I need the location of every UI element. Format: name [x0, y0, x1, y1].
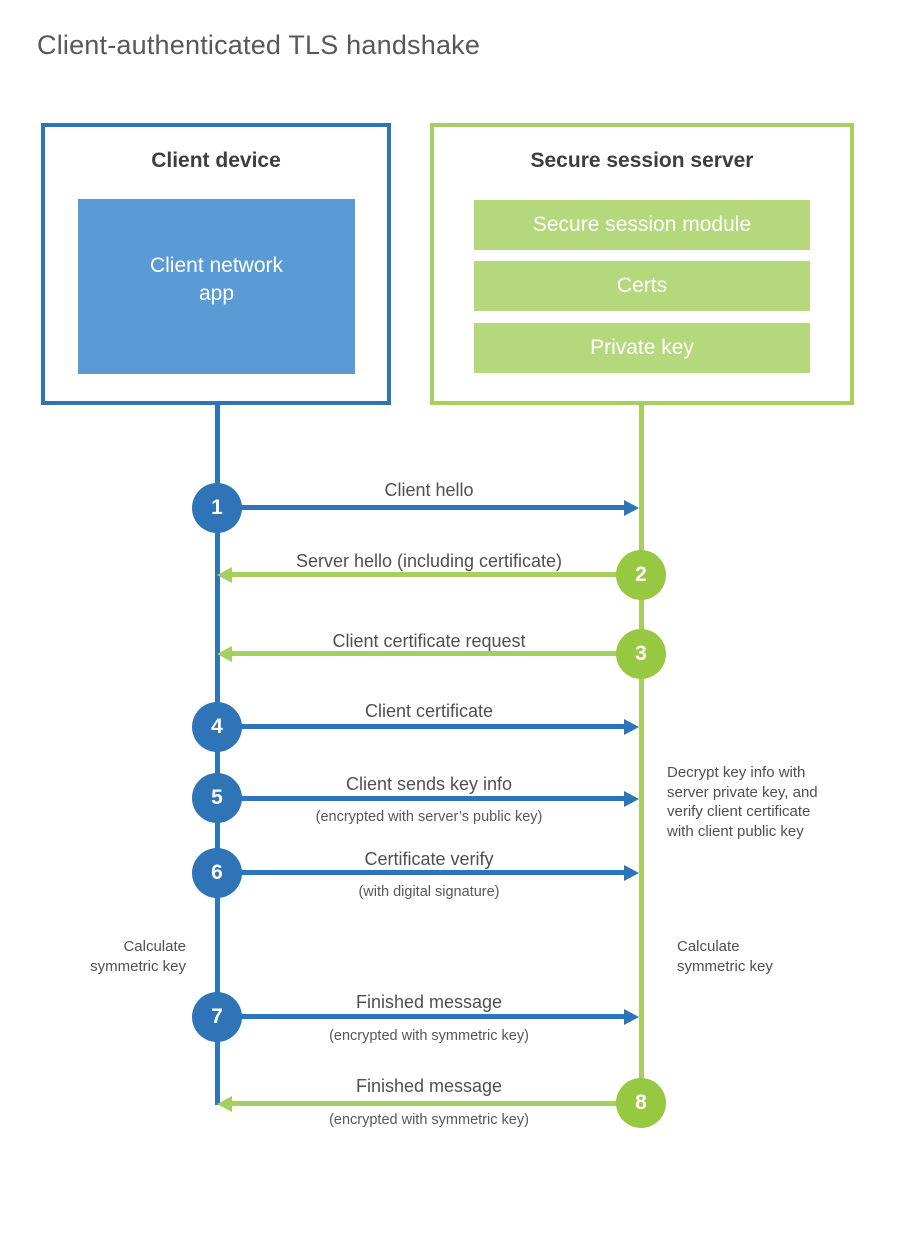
calculate-symmetric-key-left: Calculate symmetric key	[90, 938, 186, 975]
message-arrow-2-left	[217, 566, 618, 583]
client-network-app-box: Client network app	[78, 199, 355, 374]
step-circle-1: 1	[192, 483, 242, 533]
message-arrow-7-right	[240, 1008, 639, 1025]
step-circle-6: 6	[192, 848, 242, 898]
step-circle-5: 5	[192, 773, 242, 823]
message-label-1: Client hello	[384, 480, 474, 500]
message-sublabel-5: (encrypted with server’s public key)	[315, 809, 543, 825]
message-sublabel-8: (encrypted with symmetric key)	[329, 1112, 529, 1128]
page-title: Client-authenticated TLS handshake	[37, 30, 481, 60]
message-arrow-5-right	[240, 790, 639, 807]
client-lifeline	[215, 405, 220, 1105]
server-module-certs: Certs	[474, 261, 810, 311]
message-sublabel-6: (with digital signature)	[358, 884, 500, 900]
step-circle-7: 7	[192, 992, 242, 1042]
message-arrow-4-right	[240, 718, 639, 735]
message-label-2: Server hello (including certificate)	[295, 551, 563, 571]
message-label-4: Client certificate	[364, 701, 494, 721]
message-label-7: Finished message	[355, 992, 503, 1012]
server-module-private-key: Private key	[474, 323, 810, 373]
client-device-title: Client device	[151, 149, 281, 172]
calculate-symmetric-key-right: Calculate symmetric key	[677, 938, 773, 975]
server-lifeline	[639, 405, 644, 1104]
step-circle-8: 8	[616, 1078, 666, 1128]
message-label-8: Finished message	[355, 1076, 503, 1096]
message-sublabel-7: (encrypted with symmetric key)	[329, 1028, 529, 1044]
message-arrow-8-left	[217, 1095, 618, 1112]
step-circle-2: 2	[616, 550, 666, 600]
decrypt-note: Decrypt key info with server private key…	[667, 764, 818, 840]
message-label-3: Client certificate request	[332, 631, 526, 651]
message-label-6: Certificate verify	[364, 849, 494, 869]
server-module-secure-session: Secure session module	[474, 200, 810, 250]
step-circle-3: 3	[616, 629, 666, 679]
step-circle-4: 4	[192, 702, 242, 752]
message-arrow-1-right	[240, 499, 639, 516]
message-arrow-3-left	[217, 645, 618, 662]
message-label-5: Client sends key info	[345, 774, 513, 794]
server-box-title: Secure session server	[530, 149, 754, 172]
message-arrow-6-right	[240, 864, 639, 881]
